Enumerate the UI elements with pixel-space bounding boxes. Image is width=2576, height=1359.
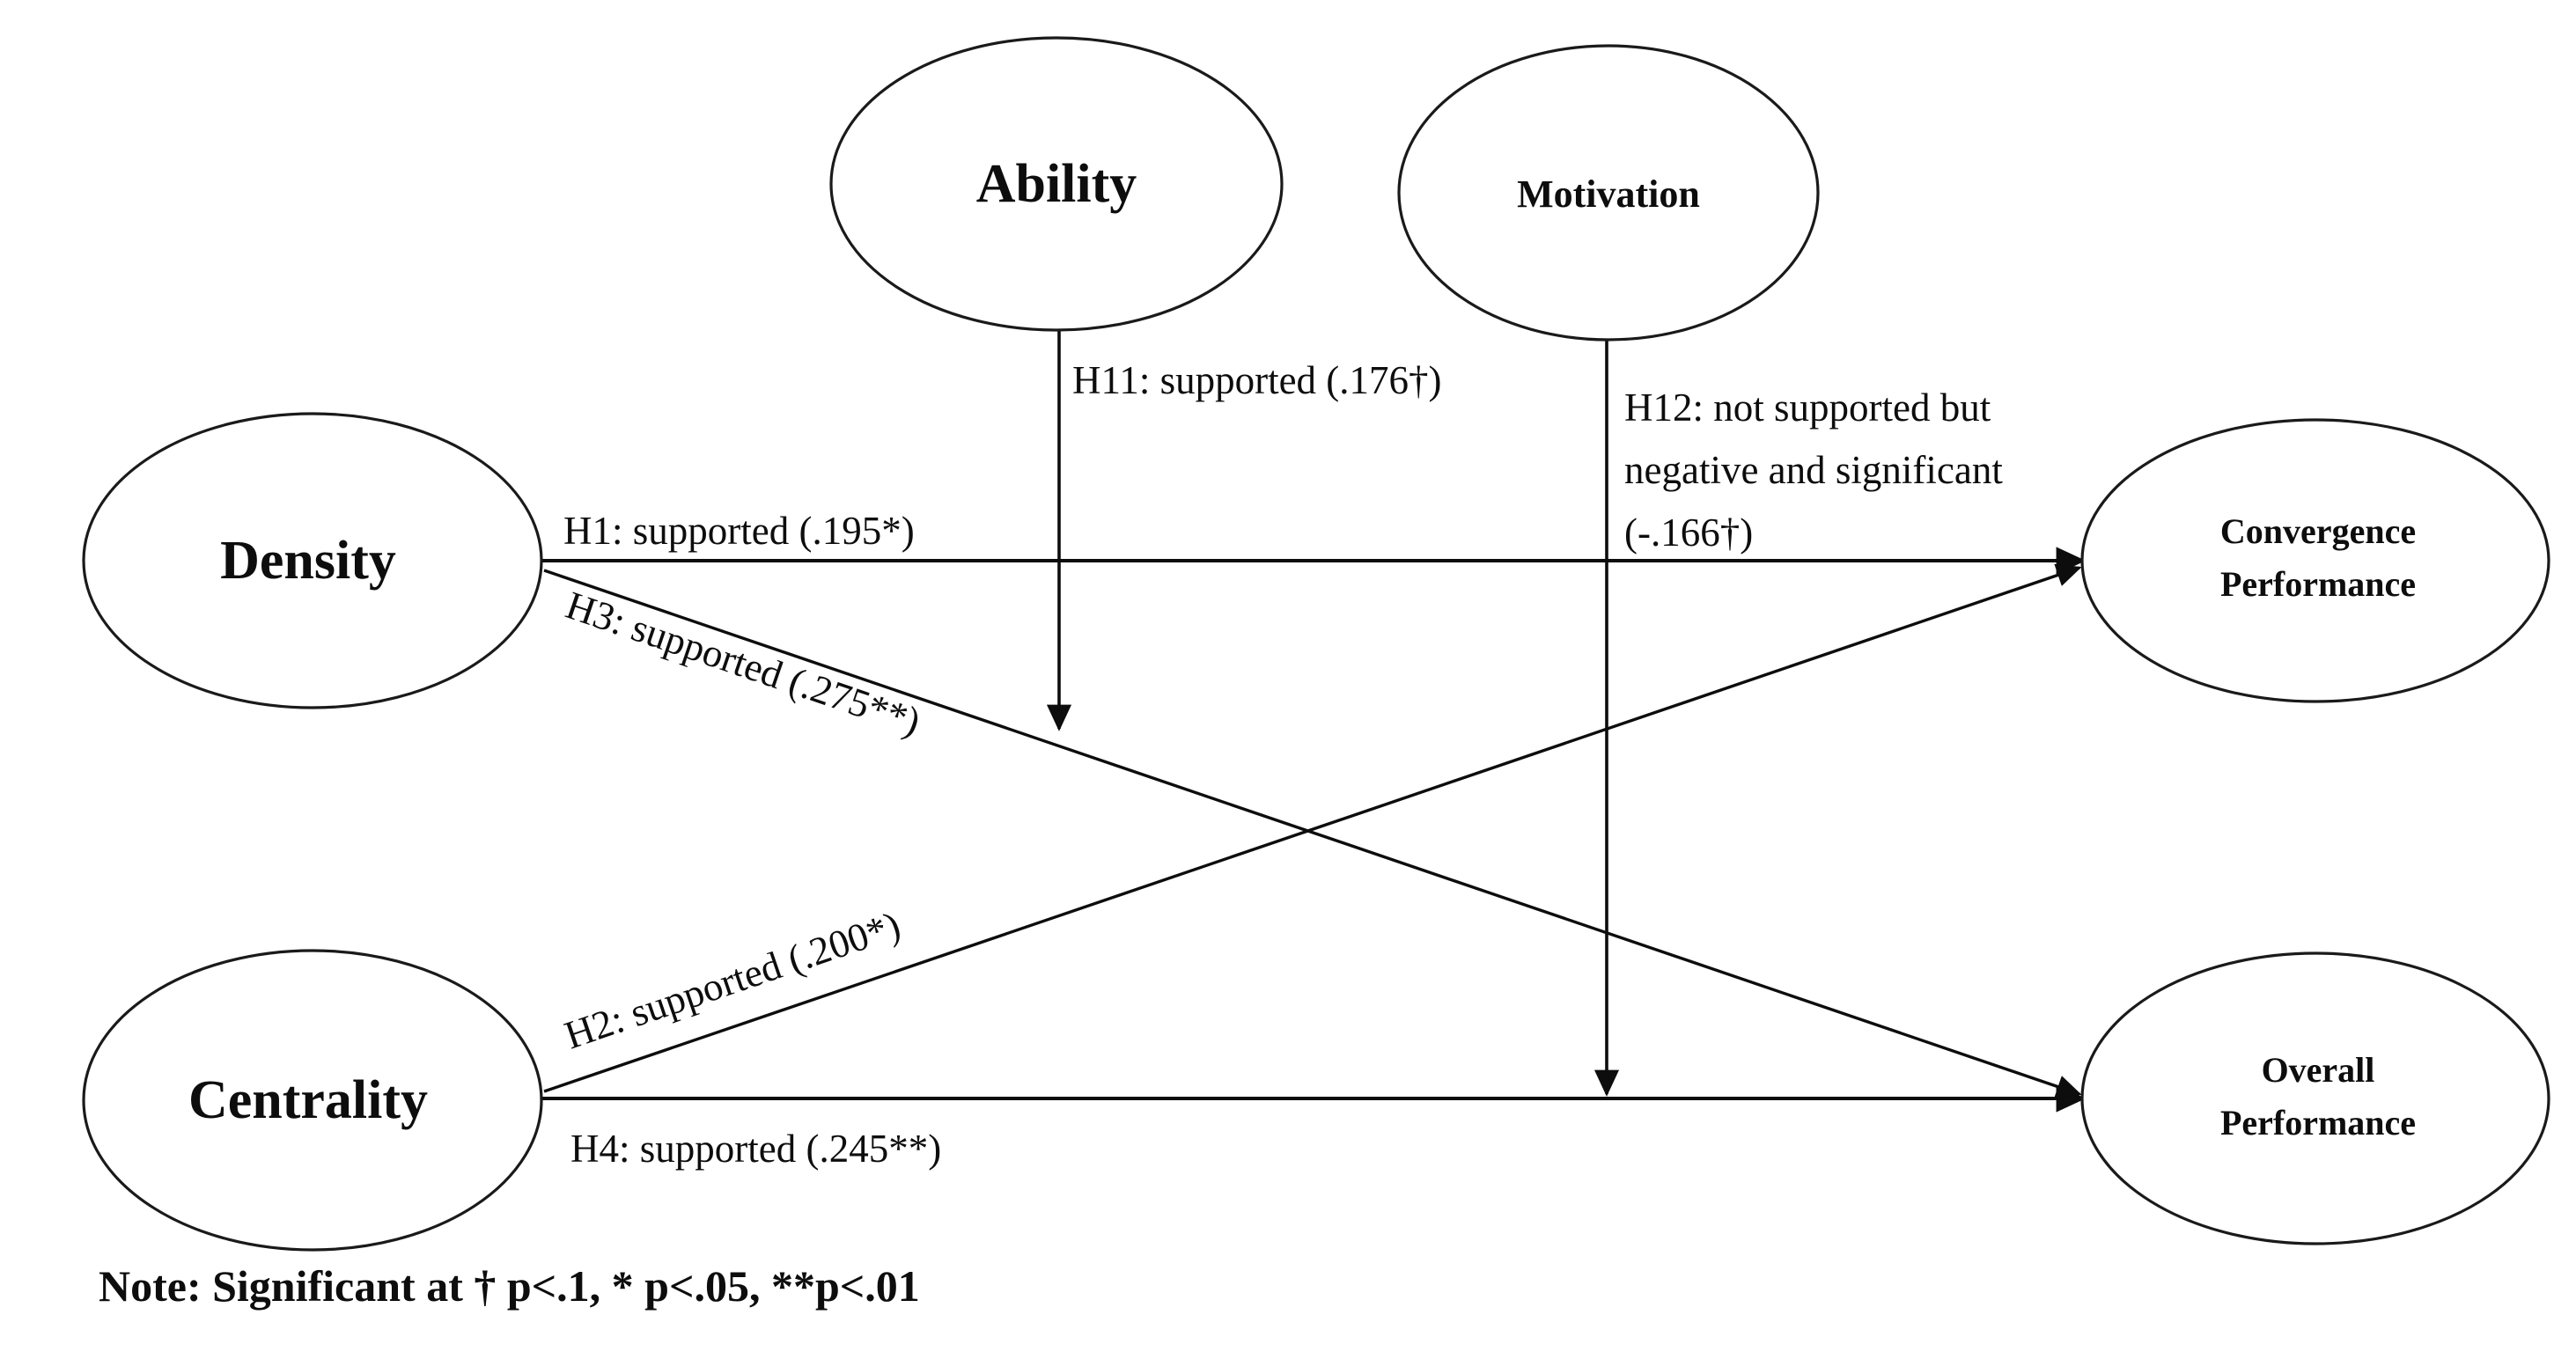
node-convergence-performance[interactable] (2080, 418, 2550, 703)
node-ability-label: Ability (976, 154, 1137, 214)
node-motivation-label: Motivation (1517, 173, 1700, 216)
edge-h1-label: H1: supported (.195*) (563, 509, 915, 553)
edge-h4-label: H4: supported (.245**) (570, 1127, 941, 1171)
edge-h3-label: H3: supported (.275**) (561, 583, 926, 744)
edge-h2-line (543, 563, 2082, 1093)
node-density[interactable] (82, 412, 543, 709)
node-ability[interactable] (829, 36, 1284, 332)
edge-h12-label-line3: (-.166†) (1624, 511, 1753, 555)
edge-h11-label: H11: supported (.176†) (1072, 358, 1442, 402)
node-overall-performance-label-line2: Performance (2220, 1103, 2416, 1142)
edge-h12-label-line1: H12: not supported but (1624, 386, 1991, 430)
node-overall-performance-label-line1: Overall (2262, 1050, 2375, 1090)
node-density-label: Density (220, 531, 396, 591)
node-centrality-label: Centrality (188, 1070, 428, 1130)
edge-h3-line (543, 569, 2082, 1098)
node-convergence-performance-label-line1: Convergence (2220, 511, 2416, 551)
edge-h12-label-line2: negative and significant (1624, 448, 2003, 492)
significance-note: Note: Significant at † p<.1, * p<.05, **… (99, 1261, 920, 1311)
node-motivation[interactable] (1397, 44, 1820, 342)
node-centrality[interactable] (82, 949, 543, 1252)
edge-h2-label: H2: supported (.200*) (559, 903, 906, 1058)
node-overall-performance[interactable] (2080, 951, 2550, 1245)
node-convergence-performance-label-line2: Performance (2220, 564, 2416, 604)
